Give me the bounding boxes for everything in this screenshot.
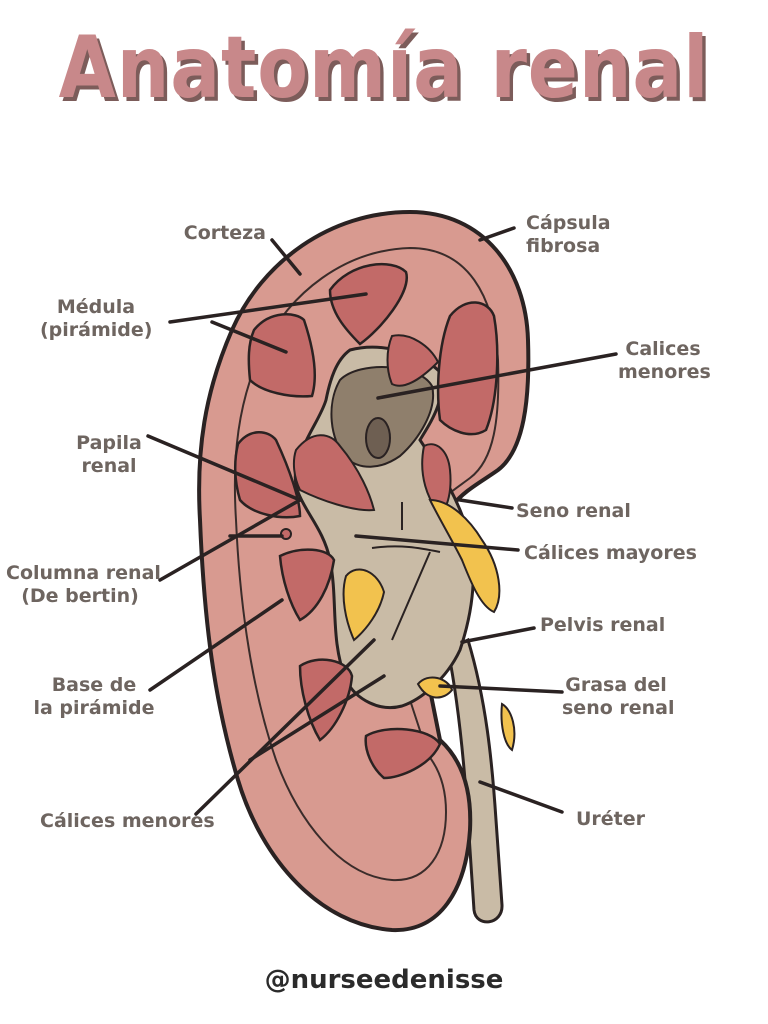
pyramid-lower-left	[278, 548, 336, 622]
leader-medula-a	[168, 292, 368, 324]
leader-medula-b	[210, 320, 288, 354]
label-columna-renal: Columna renal(De bertin)	[6, 562, 161, 607]
label-calices-mayores: Cálices mayores	[524, 542, 697, 564]
pyramid-upper-right	[436, 301, 499, 436]
sinus-fat-left	[342, 568, 386, 642]
label-ureter: Uréter	[576, 808, 646, 830]
pyramid-middle	[292, 434, 376, 512]
leader-corteza	[270, 238, 302, 276]
leader-papila	[146, 434, 302, 502]
pyramid-bottom	[364, 727, 442, 780]
sinus-fat-bottom	[416, 676, 454, 699]
leader-base	[148, 598, 284, 692]
leader-calices-menores-l-b	[248, 674, 386, 762]
label-corteza: Corteza	[183, 222, 266, 244]
label-pelvis-renal: Pelvis renal	[540, 614, 666, 636]
label-medula: Médula(pirámide)	[40, 296, 153, 341]
sinus-fat-ureter	[500, 702, 516, 752]
leader-calices-menores-l-a	[194, 638, 376, 816]
leader-columna-a	[158, 498, 302, 582]
pyramid-center-top	[386, 334, 440, 387]
ureter-shape	[446, 637, 504, 924]
pyramid-middle-left	[234, 431, 302, 519]
major-calyx-lines	[371, 502, 441, 641]
pyramid-right-small	[421, 443, 452, 516]
label-calices-menores-left: Cálices menores	[40, 810, 215, 832]
leader-pelvis	[460, 626, 536, 644]
author-credit: @nurseedenisse	[264, 965, 504, 995]
pyramid-upper-left	[247, 313, 317, 398]
calyx-opening	[365, 417, 391, 459]
page-title: Anatomía renal	[58, 18, 710, 118]
leader-ureter	[478, 780, 564, 814]
leader-capsula	[478, 226, 516, 242]
leader-calices-menores-r	[376, 352, 618, 400]
label-seno-renal: Seno renal	[516, 500, 631, 522]
leader-seno	[458, 498, 514, 510]
leader-grasa	[438, 684, 564, 694]
cortex-medulla-boundary	[233, 246, 500, 882]
pyramid-top	[328, 262, 408, 346]
leader-calices-mayores	[354, 534, 520, 552]
sinus-fat-right	[428, 498, 501, 614]
leader-lines	[146, 226, 618, 816]
